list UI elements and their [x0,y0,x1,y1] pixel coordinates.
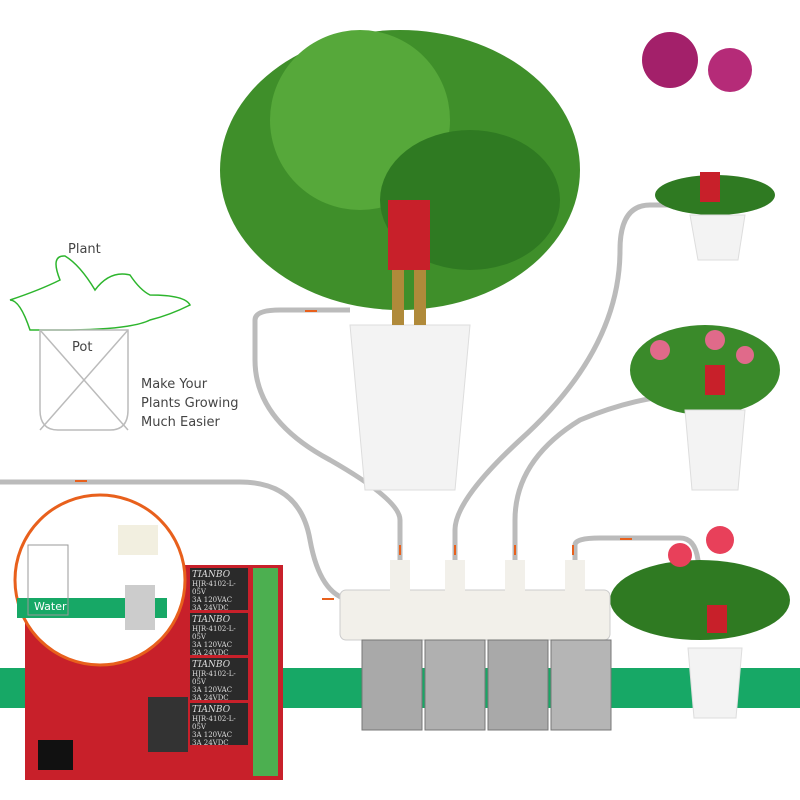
relay-stack: TIANBO HJR-4102-L-05V 3A 120VAC 3A 24VDC… [190,568,248,747]
relay-rating: 3A 120VAC [192,731,233,739]
relay-rating: 3A 24VDC [192,694,229,702]
plant-sketch [9,255,192,331]
relay-model: HJR-4102-L-05V [192,670,236,686]
relay-brand: TIANBO [192,570,231,580]
relay-model: HJR-4102-L-05V [192,715,236,731]
relay: TIANBO HJR-4102-L-05V 3A 120VAC 3A 24VDC [190,613,248,657]
relay-rating: 3A 24VDC [192,649,229,657]
relay-rating: 3A 120VAC [192,596,233,604]
anthurium-plant [610,526,790,719]
relay-model: HJR-4102-L-05V [192,580,236,596]
plant-label: Plant [68,242,101,257]
relay-rating: 3A 120VAC [192,641,233,649]
relay: TIANBO HJR-4102-L-05V 3A 120VAC 3A 24VDC [190,658,248,702]
orchid-plant [642,32,775,261]
relay-model: HJR-4102-L-05V [192,625,236,641]
water-tubes [0,202,701,603]
pump-detail-circle [13,493,187,667]
rose-plant [630,325,780,491]
pot-sketch [39,329,129,431]
relay: TIANBO HJR-4102-L-05V 3A 120VAC 3A 24VDC [190,703,248,747]
relay: TIANBO HJR-4102-L-05V 3A 120VAC 3A 24VDC [190,568,248,612]
tagline-line: Plants Growing [141,396,239,411]
flow-arrows [75,310,632,600]
pot-label: Pot [72,340,93,355]
tagline-line: Make Your [141,377,208,392]
peace-lily-plant [220,30,580,491]
relay-rating: 3A 24VDC [192,739,229,747]
tagline: Make Your Plants Growing Much Easier [141,375,238,432]
relay-brand: TIANBO [192,660,231,670]
relay-brand: TIANBO [192,705,231,715]
water-label: Water [34,600,67,613]
tagline-line: Much Easier [141,415,220,430]
relay-brand: TIANBO [192,615,231,625]
solenoid-valves [339,560,612,731]
relay-rating: 3A 24VDC [192,604,229,612]
relay-rating: 3A 120VAC [192,686,233,694]
